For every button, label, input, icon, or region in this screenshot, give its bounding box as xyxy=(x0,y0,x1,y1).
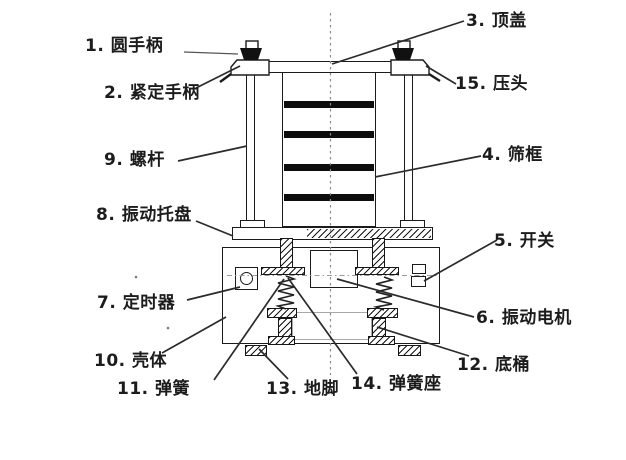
switch-upper xyxy=(412,264,426,274)
round-handle-left-icon xyxy=(240,40,262,60)
vibration-motor xyxy=(310,250,358,288)
speck-2 xyxy=(166,326,170,330)
part-label-spring: 11. 弹簧 xyxy=(117,379,191,399)
support-post-right xyxy=(372,238,385,269)
sieve-band-1 xyxy=(284,101,374,108)
sieve-frame-stack xyxy=(282,72,376,227)
speck-1 xyxy=(134,275,138,279)
screw-rod-right xyxy=(404,73,413,222)
part-label-switch: 5. 开关 xyxy=(494,231,555,251)
support-post-left xyxy=(280,238,293,269)
vibration-tray-hatch xyxy=(307,229,431,238)
part-label-locking-handle: 2. 紧定手柄 xyxy=(104,83,200,103)
spring-seat-upper-right xyxy=(355,267,399,275)
foot-right xyxy=(398,345,421,356)
foot-left xyxy=(245,345,267,356)
switch-lower xyxy=(411,276,426,287)
leader-10-housing xyxy=(161,316,227,354)
leader-4-sieve-frame xyxy=(374,155,482,178)
timer-knob-icon xyxy=(240,272,253,285)
sieve-band-3 xyxy=(284,164,374,171)
part-label-screw-rod: 9. 螺杆 xyxy=(104,150,165,170)
part-label-vibration-tray: 8. 振动托盘 xyxy=(96,205,192,225)
spring-seat-upper-left xyxy=(261,267,305,275)
part-label-timer: 7. 定时器 xyxy=(97,293,176,313)
round-handle-right-icon xyxy=(392,40,414,60)
leader-2-locking-handle xyxy=(195,65,241,89)
part-label-housing: 10. 壳体 xyxy=(94,351,168,371)
leader-9-screw-rod xyxy=(177,145,248,162)
screw-rod-left xyxy=(246,73,255,222)
sieve-band-4 xyxy=(284,194,374,201)
bracket-pad-right xyxy=(368,336,395,345)
part-label-top-cover: 3. 顶盖 xyxy=(466,11,527,31)
leader-8-vibration-tray xyxy=(195,220,234,237)
spring-seat-lower-right xyxy=(367,308,398,318)
leader-3-top-cover xyxy=(331,20,465,65)
leader-15-pressure-head xyxy=(425,65,457,85)
part-label-round-handle: 1. 圆手柄 xyxy=(85,36,164,56)
part-label-bottom-barrel: 12. 底桶 xyxy=(457,355,531,375)
part-label-sieve-frame: 4. 筛框 xyxy=(482,145,543,165)
part-label-pressure-head: 15. 压头 xyxy=(455,74,529,94)
sieve-band-2 xyxy=(284,131,374,138)
bracket-pad-left xyxy=(268,336,295,345)
part-label-foot: 13. 地脚 xyxy=(266,379,340,399)
spring-seat-lower-left xyxy=(267,308,297,318)
bottom-barrel xyxy=(292,312,372,340)
leader-1-round-handle xyxy=(183,51,239,55)
part-label-vibration-motor: 6. 振动电机 xyxy=(476,308,572,328)
part-label-spring-seat: 14. 弹簧座 xyxy=(351,374,442,394)
